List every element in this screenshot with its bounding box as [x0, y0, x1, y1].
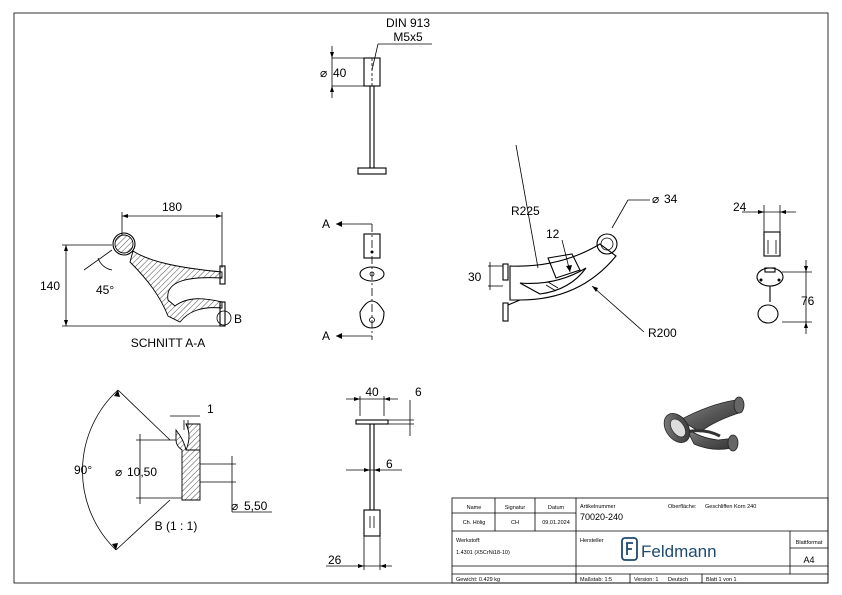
- detail-caption: B (1 : 1): [155, 519, 198, 533]
- angle-45-label: 45°: [96, 283, 114, 297]
- radius-inner-label: R200: [648, 326, 677, 340]
- weight-value: Gewicht: 0.429 kg: [456, 577, 500, 583]
- bottom-flange-label: 6: [415, 385, 422, 399]
- drawing-frame: [13, 12, 829, 584]
- brand-name: Feldmann: [641, 542, 717, 561]
- iso-preview-image: [663, 396, 745, 452]
- name-header: Name: [467, 505, 482, 511]
- bottom-width-label: 40: [365, 385, 379, 399]
- detail-b-ref: B: [234, 312, 242, 326]
- language-value: Deutsch: [668, 577, 688, 583]
- diameter-symbol-detail: ⌀: [115, 465, 122, 479]
- offset-label: 30: [468, 270, 482, 284]
- detail-thickness-label: 1: [207, 402, 214, 416]
- web-label: 12: [546, 227, 560, 241]
- scale-value: Maßstab: 1:5: [580, 577, 612, 583]
- detail-view: 90° 1 ⌀ 10,50 ⌀ 5,50 B (1 : 1): [74, 389, 272, 551]
- bottom-height-label: 26: [328, 553, 342, 567]
- din-label: DIN 913: [386, 16, 430, 30]
- side-width-label: 24: [733, 200, 747, 214]
- material-header: Werkstoff:: [456, 538, 481, 544]
- tube-diameter-label: 34: [664, 192, 678, 206]
- diameter-symbol-main: ⌀: [652, 192, 659, 206]
- date-value: 09.01.2024: [542, 520, 570, 526]
- side-height-label: 76: [801, 294, 815, 308]
- section-caption: SCHNITT A-A: [131, 336, 205, 350]
- article-number: 70020-240: [580, 512, 623, 522]
- section-height-label: 140: [40, 279, 60, 293]
- version-value: Version: 1: [634, 577, 658, 583]
- sheet-format-value: A4: [803, 555, 814, 565]
- diameter-symbol-hole: ⌀: [231, 499, 238, 513]
- section-width-label: 180: [162, 200, 182, 214]
- cut-label-bottom: A: [322, 329, 330, 343]
- radius-outer-label: R225: [511, 204, 540, 218]
- cut-label-top: A: [322, 217, 330, 231]
- main-view: R225 ⌀ 34 12 30 R200: [468, 144, 678, 340]
- maker-header: Hersteller: [580, 538, 604, 544]
- bottom-rod-label: 6: [386, 457, 393, 471]
- title-block: Name Signatur Datum Ch. Hölig CH 09.01.2…: [451, 497, 829, 584]
- signature-value: CH: [511, 520, 519, 526]
- sheet-value: Blatt 1 von 1: [706, 577, 737, 583]
- diameter-symbol: ⌀: [320, 66, 327, 80]
- signature-header: Signatur: [505, 505, 526, 511]
- top-diameter-label: 40: [333, 66, 347, 80]
- side-view: 24 76: [733, 200, 815, 334]
- bottom-view: 40 6 6 26: [326, 385, 422, 570]
- surface-header: Oberfläche:: [668, 504, 697, 510]
- date-header: Datum: [548, 505, 565, 511]
- feldmann-logo: Feldmann: [621, 537, 717, 561]
- detail-hole-label: 5,50: [244, 499, 268, 513]
- top-view: DIN 913 M5x5 ⌀ 40: [320, 16, 432, 175]
- screw-label: M5x5: [393, 30, 423, 44]
- front-view: A A: [322, 217, 385, 343]
- sheet-format-header: Blattformat: [796, 540, 823, 546]
- section-view: 180 140 45° B SCHNITT A-A: [40, 200, 242, 350]
- article-header: Artikelnummer: [580, 504, 616, 510]
- name-value: Ch. Hölig: [463, 520, 486, 526]
- detail-bore-label: 10,50: [127, 465, 157, 479]
- material-value: 1.4301 (X5CrNi18-10): [456, 550, 510, 556]
- detail-angle-label: 90°: [74, 463, 92, 477]
- surface-value: Geschliffen Korn 240: [705, 504, 756, 510]
